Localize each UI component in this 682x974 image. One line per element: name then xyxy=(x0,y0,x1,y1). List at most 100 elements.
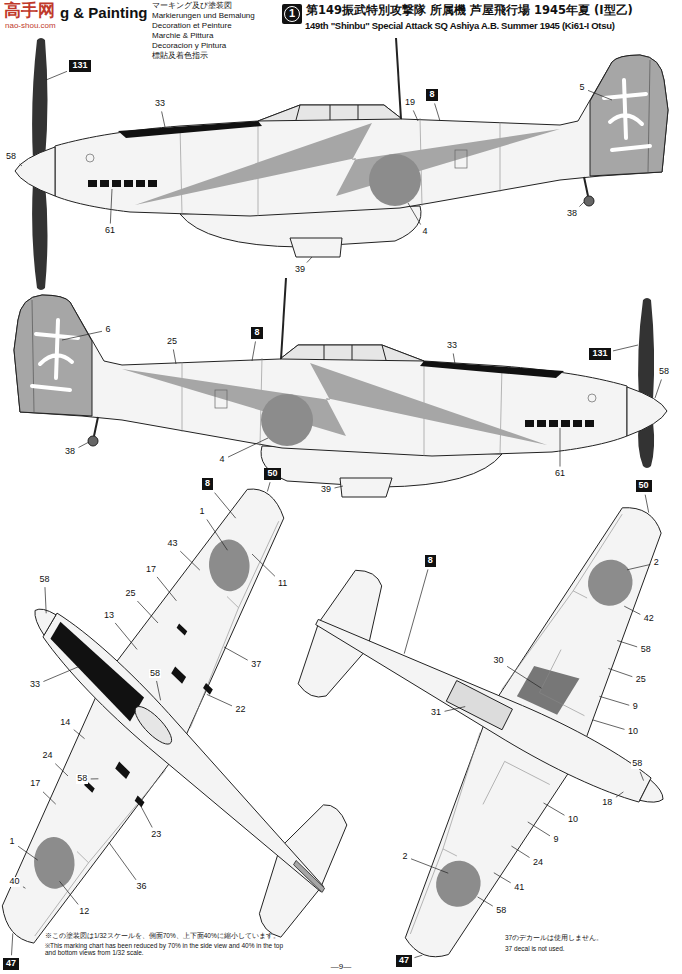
leader-line xyxy=(613,345,638,351)
boxed-callout: 47 xyxy=(396,955,412,967)
callout-number: 131 xyxy=(592,349,607,359)
leader-line xyxy=(252,341,255,361)
callout-number: 58 xyxy=(631,759,643,769)
callout-number: 38 xyxy=(64,447,76,457)
leader-line xyxy=(207,694,232,705)
callout-number: 58 xyxy=(149,669,161,679)
header-text: Markierungen und Bemalung xyxy=(152,12,255,21)
leader-line xyxy=(228,438,268,457)
leader-line xyxy=(162,111,165,127)
callout-number: 24 xyxy=(532,858,544,868)
leader-line xyxy=(579,202,584,207)
callout-number: 42 xyxy=(643,614,655,624)
boxed-callout: 8 xyxy=(426,89,437,101)
leader-line xyxy=(408,203,421,225)
callout-number: 30 xyxy=(493,656,505,666)
leader-line xyxy=(445,707,466,712)
leader-line xyxy=(46,71,67,80)
leader-line xyxy=(137,601,158,623)
page-number: —9— xyxy=(331,963,351,972)
callout-number: 38 xyxy=(566,209,578,219)
leader-line xyxy=(617,641,637,647)
callout-number: 12 xyxy=(78,907,90,917)
leader-line xyxy=(616,792,624,797)
callout-number: 2 xyxy=(402,852,409,862)
callout-number: 61 xyxy=(104,226,116,236)
callout-number: 41 xyxy=(513,883,525,893)
callout-number: 131 xyxy=(72,61,87,71)
note-text: 37 decal is not used. xyxy=(505,945,565,952)
callout-number: 11 xyxy=(277,579,288,589)
boxed-callout: 131 xyxy=(69,60,90,72)
note-text: 37のデカールは使用しません。 xyxy=(505,934,603,941)
leader-line xyxy=(18,846,38,860)
leader-line xyxy=(599,696,629,705)
callout-number: 37 xyxy=(250,660,262,670)
boxed-callout: 47 xyxy=(3,958,19,970)
callout-number: 58 xyxy=(658,367,670,377)
leader-line xyxy=(55,764,68,776)
boxed-callout: 50 xyxy=(264,468,280,480)
callout-number: 25 xyxy=(124,589,136,599)
callout-number: 23 xyxy=(150,830,162,840)
callout-number: 22 xyxy=(234,705,246,715)
side-view-right xyxy=(14,278,667,497)
anti-glare xyxy=(48,618,144,721)
watermark: nao-shou.com xyxy=(5,22,56,31)
leader-line xyxy=(12,933,13,955)
leader-line xyxy=(588,90,612,100)
leader-line xyxy=(252,554,275,576)
callout-number: 14 xyxy=(59,718,71,728)
callout-number: 6 xyxy=(104,325,111,335)
leader-line xyxy=(511,846,529,857)
callout-number: 31 xyxy=(430,708,442,718)
callout-number: 9 xyxy=(552,835,559,845)
leader-line xyxy=(335,486,343,488)
header-text: Decoracion y Pintura xyxy=(152,42,226,51)
leader-line xyxy=(60,881,79,904)
leader-line xyxy=(115,623,137,650)
boxed-callout: 8 xyxy=(251,327,262,339)
leader-line xyxy=(413,110,418,121)
leader-line xyxy=(544,803,565,815)
watermark: 高手网 xyxy=(4,1,55,20)
leader-line xyxy=(157,577,176,601)
leader-line xyxy=(62,331,102,340)
callout-number: 1 xyxy=(9,837,16,847)
leader-line xyxy=(640,772,643,781)
wing-marks xyxy=(84,623,225,829)
leader-line xyxy=(180,551,200,570)
leader-line xyxy=(608,668,632,676)
dark-panel xyxy=(517,657,580,718)
leader-line xyxy=(478,897,493,906)
leader-line xyxy=(138,802,152,828)
callout-number: 1 xyxy=(284,6,300,22)
leader-line xyxy=(404,569,428,653)
callout-number: 8 xyxy=(254,328,259,338)
header-text: g & Painting xyxy=(60,5,148,22)
callout-number: 17 xyxy=(145,565,157,575)
callout-number: 9 xyxy=(632,702,639,712)
leader-line xyxy=(173,349,176,364)
callout-number: 58 xyxy=(5,152,17,162)
callout-number: 58 xyxy=(495,906,507,916)
leader-lines xyxy=(12,71,662,957)
leader-line xyxy=(79,442,89,448)
callout-number: 17 xyxy=(29,779,41,789)
callout-number: 50 xyxy=(639,481,649,491)
callout-number: 39 xyxy=(320,485,332,495)
leader-line xyxy=(74,730,85,739)
leader-line xyxy=(411,859,448,873)
callout-number: 39 xyxy=(294,265,306,275)
leader-line xyxy=(110,189,112,224)
leader-line xyxy=(627,564,650,569)
header-text: 標貼及着色指示 xyxy=(152,52,208,61)
callout-number: 10 xyxy=(627,727,639,737)
leader-line xyxy=(157,681,161,700)
marking-number-badge: 1 xyxy=(282,4,302,24)
callout-number: 13 xyxy=(103,611,115,621)
note-text: ※この塗装図は1/32スケールを、側面70%、上下面40%に縮小しています。 xyxy=(45,932,280,939)
header-text: Decoration et Peinture xyxy=(152,22,232,31)
